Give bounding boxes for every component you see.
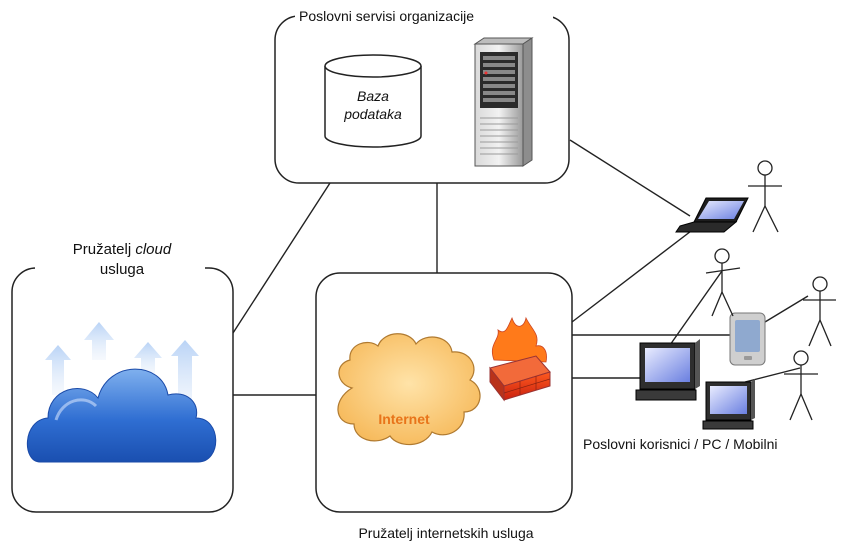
server-icon: [473, 37, 534, 167]
cloud-provider-title: Pružatelj cloud: [73, 241, 172, 258]
internet-cloud-icon: Internet: [337, 333, 481, 446]
laptop-icon: [675, 197, 749, 233]
cloud-upload-icon: [27, 322, 217, 463]
user-figures: [705, 160, 836, 421]
user-figure-icon: [748, 160, 782, 233]
link-business-cloud: [232, 182, 331, 334]
cloud-provider-title-line2: usluga: [100, 261, 145, 278]
connection-lines: [232, 99, 809, 396]
user-figure-icon: [803, 276, 836, 347]
desktop-pc-icon: [635, 339, 700, 401]
business-services-title: Poslovni servisi organizacije: [299, 8, 474, 24]
link-user3-pc2: [744, 367, 801, 383]
link-business-laptop: [569, 139, 691, 217]
database-icon: Baza podataka: [324, 54, 422, 148]
cloud-provider-title-prefix: Pružatelj: [73, 241, 136, 258]
firewall-icon: [489, 316, 551, 402]
user-figure-icon: [705, 248, 741, 317]
cloud-provider-title-italic: cloud: [135, 241, 172, 258]
internet-label: Internet: [378, 411, 430, 427]
users-caption: Poslovni korisnici / PC / Mobilni: [583, 436, 778, 452]
link-isp-laptop: [571, 227, 696, 323]
link-user2-tablet: [764, 295, 809, 323]
mobile-device-icon: [729, 312, 766, 366]
database-label-line1: Baza: [357, 88, 389, 104]
desktop-pc-icon-2: [702, 379, 755, 430]
isp-caption: Pružatelj internetskih usluga: [358, 525, 533, 541]
user-figure-icon: [784, 350, 818, 421]
database-label-line2: podataka: [343, 106, 402, 122]
link-user1-pc: [669, 270, 723, 346]
